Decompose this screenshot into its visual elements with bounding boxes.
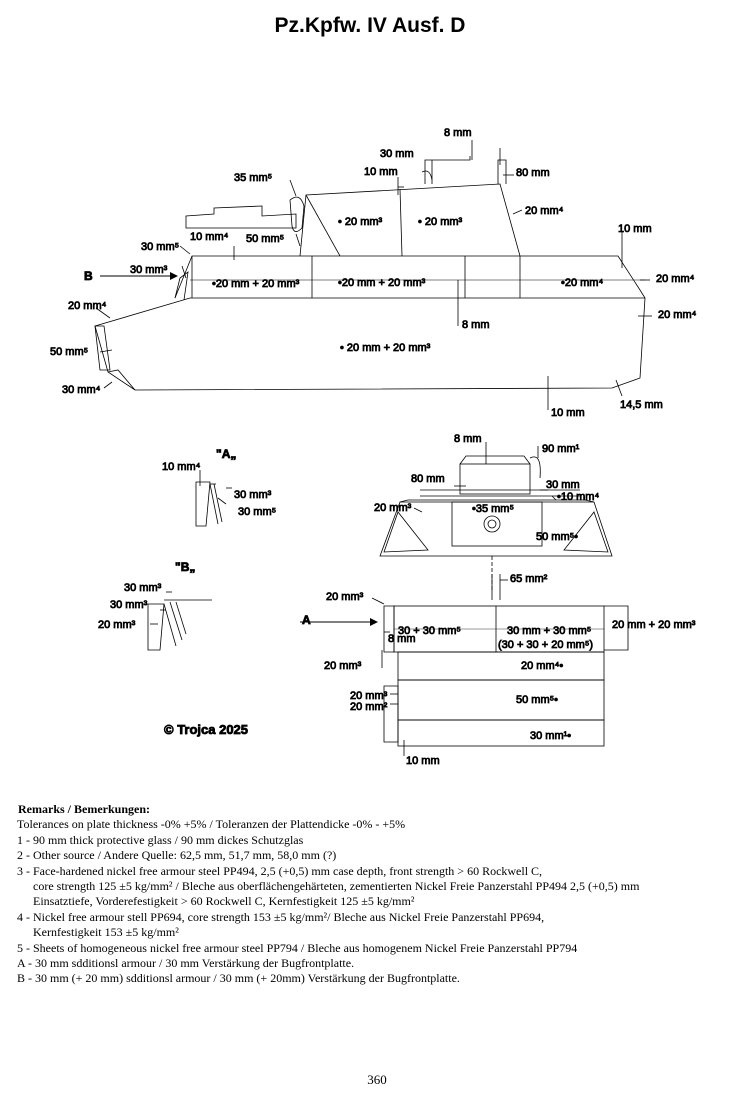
cupola-outline — [424, 156, 507, 184]
side-label-0: 8 mm — [444, 127, 472, 139]
top-label-0: 65 mm² — [510, 573, 548, 585]
top-label-8: 20 mm³ — [324, 660, 362, 672]
front-label-0: 8 mm — [454, 433, 482, 445]
copyright-logo: © Trojca 2025 — [164, 722, 248, 737]
hull-outline — [94, 297, 646, 391]
detail-b-label-2: 20 mm³ — [98, 619, 136, 631]
turret-outline — [299, 183, 521, 257]
top-label-10: 20 mm³ — [350, 690, 388, 702]
side-label-2: 10 mm — [364, 166, 398, 178]
side-label-3: 80 mm — [516, 167, 550, 179]
front-label-3: 30 mm — [546, 479, 580, 491]
front-label-2: 80 mm — [411, 473, 445, 485]
detail-b-label-0: 30 mm³ — [124, 582, 162, 594]
side-label-5: 20 mm⁴ — [525, 205, 564, 217]
remark-line: 3 - Face-hardened nickel free armour ste… — [17, 863, 543, 878]
remark-line: 4 - Nickel free armour stell PP694, core… — [17, 909, 545, 924]
side-label-1: 30 mm — [380, 148, 414, 160]
detail-a-title: "A„ — [216, 447, 236, 461]
side-label-20: 8 mm — [462, 319, 490, 331]
top-label-9: 20 mm⁴• — [521, 660, 563, 672]
side-label-9: 30 mm⁵ — [141, 241, 179, 253]
detail-a-label-2: 30 mm⁵ — [238, 506, 276, 518]
page-number: 360 — [367, 1072, 387, 1087]
front-label-1: 90 mm¹ — [542, 443, 580, 455]
detail-a-label-1: 30 mm³ — [234, 489, 272, 501]
side-label-23: 30 mm⁴ — [62, 384, 101, 396]
side-label-16: •20 mm⁴ — [561, 277, 603, 289]
page-title: Pz.Kpfw. IV Ausf. D — [274, 14, 466, 37]
remark-line: 5 - Sheets of homogeneous nickel free ar… — [17, 940, 578, 955]
top-label-5: (30 + 30 + 20 mm⁵) — [498, 639, 593, 651]
front-label-7: 50 mm⁵• — [536, 531, 578, 543]
top-label-4: 30 mm + 30 mm⁵ — [507, 625, 591, 637]
side-label-25: 14,5 mm — [620, 399, 663, 411]
remarks-heading: Remarks / Bemerkungen: — [18, 802, 150, 816]
side-label-6: • 20 mm³ — [338, 216, 383, 228]
armour-drawing: 8 mm 30 mm 10 mm 80 mm 35 mm⁵ 20 mm⁴ • 2… — [50, 127, 697, 768]
top-label-12: 50 mm⁵• — [516, 694, 558, 706]
remark-line: Einsatztiefe, Vorderefestigkeit > 60 Roc… — [33, 894, 415, 909]
top-label-2: A — [302, 613, 311, 627]
top-label-7: 8 mm — [388, 633, 416, 645]
side-view: 8 mm 30 mm 10 mm 80 mm 35 mm⁵ 20 mm⁴ • 2… — [50, 127, 697, 420]
remark-line: A - 30 mm sdditionsl armour / 30 mm Vers… — [17, 956, 355, 971]
detail-a: "A„ 10 mm⁴ 30 mm³ 30 mm⁵ — [162, 447, 277, 527]
remark-line: Kernfestigkeit 153 ±5 kg/mm² — [33, 925, 179, 940]
remark-line: 2 - Other source / Andere Quelle: 62,5 m… — [17, 848, 337, 863]
gun-barrel — [185, 205, 297, 229]
front-label-4: •10 mm⁴ — [557, 491, 599, 503]
side-label-22: • 20 mm + 20 mm³ — [340, 342, 431, 354]
top-label-13: 30 mm¹• — [530, 730, 571, 742]
remark-line: Tolerances on plate thickness -0% +5% / … — [17, 817, 406, 832]
top-label-1: 20 mm³ — [326, 591, 364, 603]
front-label-6: •35 mm⁵ — [472, 503, 514, 515]
detail-a-label-0: 10 mm⁴ — [162, 461, 201, 473]
side-label-8: 10 mm — [618, 223, 652, 235]
top-label-6: 20 mm + 20 mm³ — [612, 619, 696, 631]
side-label-24: 10 mm — [551, 407, 585, 419]
side-label-17: 20 mm⁴ — [656, 273, 695, 285]
remark-line: core strength 125 ±5 kg/mm² / Bleche aus… — [33, 879, 640, 894]
superstructure-outline — [174, 255, 646, 299]
side-label-18: 20 mm⁴ — [68, 300, 107, 312]
remark-line: 1 - 90 mm thick protective glass / 90 mm… — [17, 832, 304, 847]
side-label-15: •20 mm + 20 mm³ — [338, 277, 426, 289]
front-view: 8 mm 90 mm¹ 80 mm 30 mm •10 mm⁴ 20 mm³ •… — [374, 433, 613, 590]
side-label-14: •20 mm + 20 mm³ — [212, 278, 300, 290]
top-label-11: 20 mm² — [350, 701, 388, 713]
detail-b-label-1: 30 mm³ — [110, 599, 148, 611]
top-label-3: 30 + 30 mm⁵ — [398, 625, 461, 637]
side-label-7: • 20 mm³ — [418, 216, 463, 228]
remark-line: B - 30 mm (+ 20 mm) sdditionsl armour / … — [17, 971, 460, 986]
side-label-12: B — [84, 269, 93, 283]
side-label-10: 10 mm⁴ — [190, 231, 229, 243]
detail-b: "B„ 30 mm³ 30 mm³ 20 mm³ — [98, 560, 212, 651]
front-label-5: 20 mm³ — [374, 502, 412, 514]
side-label-13: 30 mm³ — [130, 264, 168, 276]
side-label-21: 50 mm⁵ — [50, 346, 88, 358]
top-label-14: 10 mm — [406, 755, 440, 767]
side-label-11: 50 mm⁵ — [246, 233, 284, 245]
top-view: 65 mm² 20 mm³ A 30 + 30 mm⁵ 30 mm + 30 m… — [300, 573, 696, 767]
side-label-19: 20 mm⁴ — [658, 309, 697, 321]
remarks-section: Remarks / Bemerkungen: Tolerances on pla… — [17, 802, 747, 987]
detail-b-title: "B„ — [175, 560, 195, 574]
side-label-4: 35 mm⁵ — [234, 172, 272, 184]
